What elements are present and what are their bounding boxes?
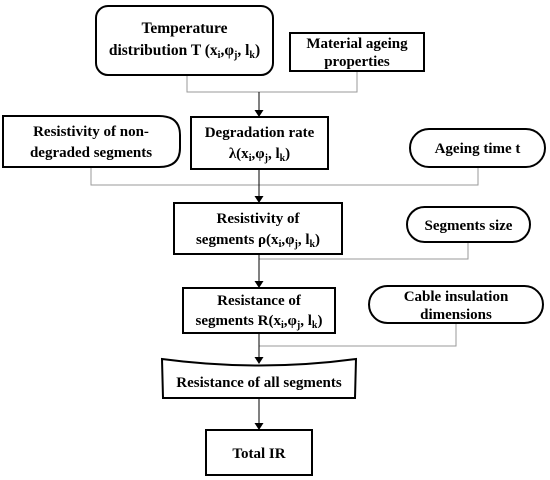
arrowhead-into-degradation (254, 110, 264, 117)
temperature-line2: distribution T (xi,φj, lk) (109, 42, 260, 61)
ageing-time-node: Ageing time t (409, 128, 546, 168)
temperature-line1: Temperature (141, 20, 227, 37)
cable-insulation-node: Cable insulation dimensions (368, 285, 544, 324)
resistivity-segments-node: Resistivity of segments ρ(xi,φj, lk) (173, 202, 343, 255)
segments-size-node: Segments size (406, 206, 531, 243)
material-line1: Material ageing (306, 36, 408, 52)
nondegraded-line2: degraded segments (30, 145, 152, 161)
arrowhead-into-resistance (254, 281, 264, 288)
arrowhead-into-total-ir (254, 423, 264, 430)
connector-ageing-time-to-merge2 (259, 167, 479, 186)
arrowhead-into-all-segments (254, 357, 264, 364)
material-ageing-node: Material ageing properties (289, 32, 425, 72)
resistance-segments-node: Resistance of segments R(xi,φj, lk) (182, 287, 336, 334)
degradation-line2: λ(xi,φj, lk) (229, 146, 290, 164)
resistivity-segments-line2: segments ρ(xi,φj, lk) (196, 232, 320, 250)
total-ir-label: Total IR (232, 446, 285, 462)
connector-nondegraded-to-merge2 (90, 167, 259, 186)
resistance-all-label: Resistance of all segments (176, 375, 342, 391)
connector-temperature-to-merge1 (186, 75, 259, 93)
resistivity-segments-line1: Resistivity of (217, 211, 301, 227)
connector-cable-insulation-to-merge4 (259, 323, 457, 347)
temperature-distribution-node: Temperature distribution T (xi,φj, lk) (95, 5, 274, 76)
cable-insulation-line2: dimensions (420, 307, 492, 323)
resistance-segments-line1: Resistance of (217, 293, 302, 309)
resistivity-nondegraded-node: Resistivity of non- degraded segments (2, 115, 181, 168)
nondegraded-line1: Resistivity of non- (33, 124, 149, 140)
material-line2: properties (324, 54, 390, 70)
total-ir-node: Total IR (205, 429, 313, 476)
ageing-time-label: Ageing time t (435, 141, 521, 157)
connector-segments-size-to-merge3 (259, 242, 469, 260)
segments-size-label: Segments size (425, 218, 513, 234)
degradation-rate-node: Degradation rate λ(xi,φj, lk) (190, 116, 329, 170)
degradation-line1: Degradation rate (205, 125, 315, 141)
resistance-all-segments-node: Resistance of all segments (160, 357, 358, 399)
cable-insulation-line1: Cable insulation (404, 289, 509, 305)
arrowhead-into-resistivity (254, 196, 264, 203)
connector-material-to-merge1 (259, 71, 358, 93)
resistance-segments-line2: segments R(xi,φj, lk) (196, 313, 323, 331)
